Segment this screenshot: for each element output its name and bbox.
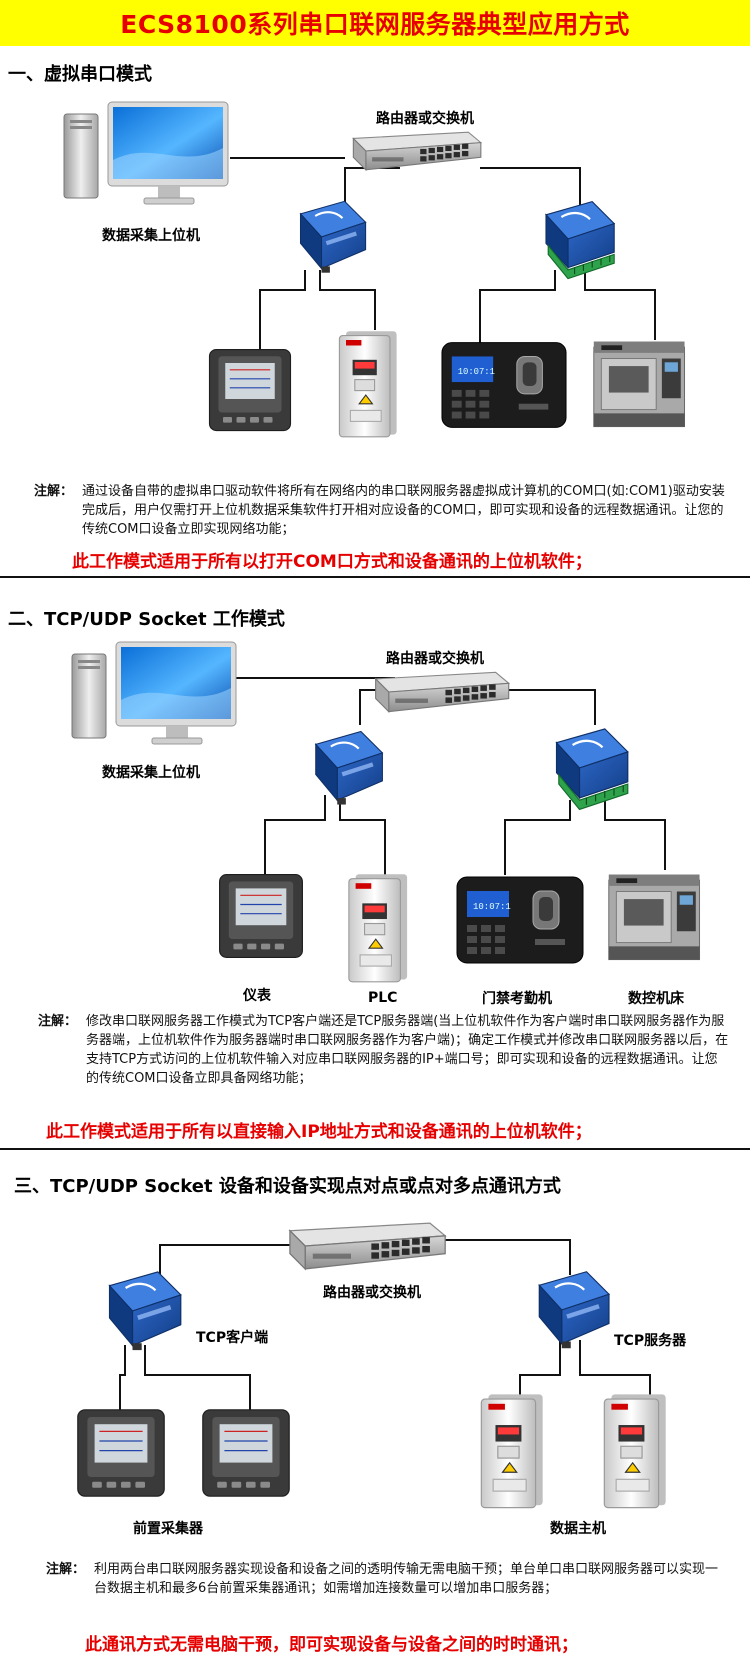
wire2-server-left-plc xyxy=(339,795,386,875)
wire3-router-server xyxy=(440,1239,571,1275)
wire2-router-server-right xyxy=(500,689,596,725)
router-icon xyxy=(365,668,515,716)
section1-title: 一、虚拟串口模式 xyxy=(8,64,152,85)
cnc-machine-icon xyxy=(605,868,709,968)
router-icon xyxy=(345,128,485,174)
data-host-label: 数据主机 xyxy=(550,1521,606,1537)
note-body: 通过设备自带的虚拟串口驱动软件将所有在网络内的串口联网服务器虚拟成计算机的COM… xyxy=(82,484,725,537)
inverter-icon xyxy=(475,1392,549,1510)
serial-server-icon xyxy=(305,725,391,811)
pc-label: 数据采集上位机 xyxy=(102,765,200,781)
section3-note: 注解： 利用两台串口联网服务器实现设备和设备之间的透明传输无需电脑干预；单台单口… xyxy=(46,1560,726,1598)
router-label: 路由器或交换机 xyxy=(376,111,474,127)
note-body: 利用两台串口联网服务器实现设备和设备之间的透明传输无需电脑干预；单台单口串口联网… xyxy=(94,1562,719,1596)
wire2-server-left-meter xyxy=(264,795,326,875)
section3-title: 三、TCP/UDP Socket 设备和设备实现点对点或点对多点通讯方式 xyxy=(14,1176,561,1197)
serial-server-icon xyxy=(290,195,374,279)
inverter-icon xyxy=(335,328,401,440)
attendance-machine-icon xyxy=(455,875,585,965)
serial-server-icon xyxy=(98,1265,190,1357)
collector-label: 前置采集器 xyxy=(133,1521,203,1537)
note-body: 修改串口联网服务器工作模式为TCP客户端还是TCP服务器端(当上位机软件作为客户… xyxy=(86,1014,729,1086)
section1-highlight: 此工作模式适用于所有以打开COM口方式和设备通讯的上位机软件； xyxy=(72,552,592,572)
router-label: 路由器或交换机 xyxy=(323,1285,421,1301)
wire2-server-right-attendance xyxy=(504,800,571,875)
tcp-client-label: TCP客户端 xyxy=(196,1330,269,1346)
tcp-server-label: TCP服务器 xyxy=(614,1333,687,1349)
cnc-machine-icon xyxy=(590,335,694,435)
router-icon xyxy=(275,1218,455,1274)
power-meter-icon xyxy=(198,1405,294,1501)
serial-server-icon xyxy=(528,1265,618,1355)
section-divider xyxy=(0,1148,750,1150)
section3-highlight: 此通讯方式无需电脑干预，即可实现设备与设备之间的时时通讯； xyxy=(85,1635,578,1655)
title-banner: ECS8100系列串口联网服务器典型应用方式 xyxy=(0,0,750,46)
section2-note: 注解： 修改串口联网服务器工作模式为TCP客户端还是TCP服务器端(当上位机软件… xyxy=(38,1012,730,1088)
page-title: ECS8100系列串口联网服务器典型应用方式 xyxy=(120,10,630,39)
router-label: 路由器或交换机 xyxy=(386,651,484,667)
wire-server-left-inverter xyxy=(319,270,376,330)
device-label-plc: PLC xyxy=(368,990,398,1006)
pc-icon xyxy=(62,100,232,210)
wire-server-left-meter xyxy=(259,270,306,350)
serial-server-icon xyxy=(535,195,623,283)
wire3-client-collector-left xyxy=(119,1345,126,1410)
wire3-server-host-right xyxy=(579,1340,651,1395)
section2-highlight: 此工作模式适用于所有以直接输入IP地址方式和设备通讯的上位机软件； xyxy=(46,1122,592,1142)
wire2-server-right-cnc xyxy=(604,800,666,870)
inverter-icon xyxy=(343,872,413,984)
device-label-meter: 仪表 xyxy=(243,988,271,1004)
power-meter-icon xyxy=(215,870,307,962)
attendance-machine-icon xyxy=(440,340,568,430)
pc-icon xyxy=(70,640,240,750)
device-label-cnc: 数控机床 xyxy=(628,991,684,1007)
section1-note: 注解： 通过设备自带的虚拟串口驱动软件将所有在网络内的串口联网服务器虚拟成计算机… xyxy=(34,482,730,539)
wire3-router-client xyxy=(159,1244,290,1275)
note-head: 注解： xyxy=(46,1562,86,1577)
serial-server-icon xyxy=(545,722,637,814)
wire3-client-collector-right xyxy=(144,1345,251,1410)
wire-router-server-right xyxy=(480,167,581,205)
wire-server-right-attendance xyxy=(479,270,556,350)
device-label-attendance: 门禁考勤机 xyxy=(482,991,552,1007)
power-meter-icon xyxy=(205,345,295,435)
power-meter-icon xyxy=(73,1405,169,1501)
inverter-icon xyxy=(598,1392,672,1510)
wire-server-right-cnc xyxy=(584,270,656,340)
section2-title: 二、TCP/UDP Socket 工作模式 xyxy=(8,609,285,630)
section-divider xyxy=(0,576,750,578)
note-head: 注解： xyxy=(38,1014,78,1029)
note-head: 注解： xyxy=(34,484,74,499)
wire3-server-host-left xyxy=(519,1340,561,1395)
pc-label: 数据采集上位机 xyxy=(102,228,200,244)
